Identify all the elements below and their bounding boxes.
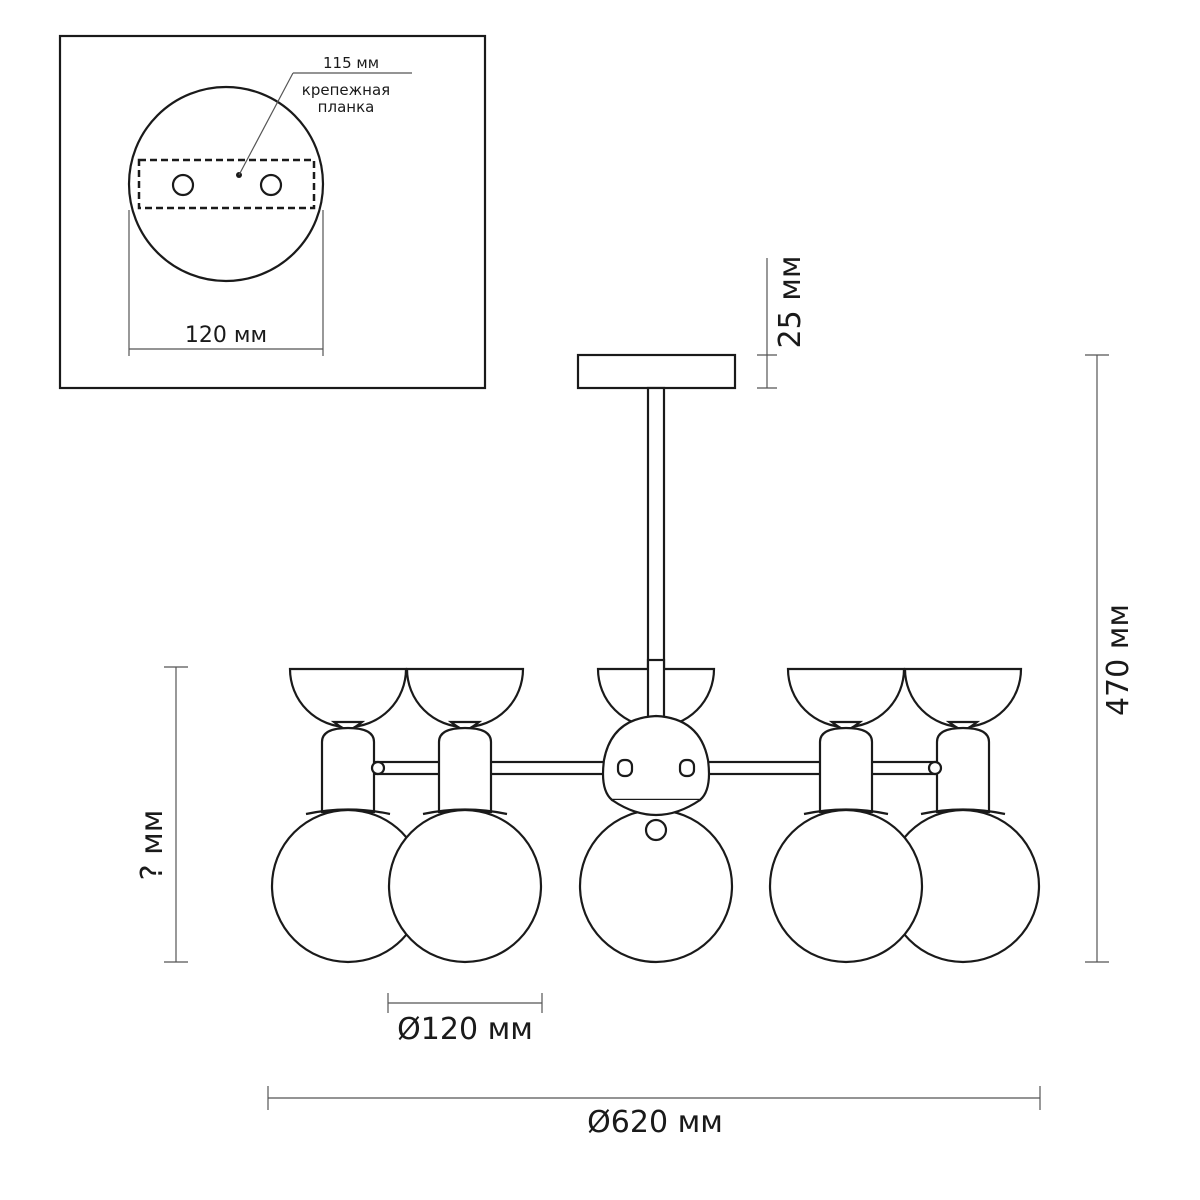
canopy-height-dimension: 25 мм <box>757 256 808 389</box>
plate-width-label: 115 мм <box>323 54 379 72</box>
shade-diameter-label: Ø120 мм <box>397 1012 533 1047</box>
shade-height-label: ? мм <box>135 810 170 881</box>
mounting-hole-right <box>259 173 283 197</box>
globe-shade-2 <box>387 808 543 964</box>
ceiling-canopy <box>576 353 737 390</box>
center-bulb-cap <box>644 818 668 842</box>
cup-shade-1 <box>288 667 408 729</box>
globe-shade-4 <box>768 808 924 964</box>
canopy-top-view-inset: 115 мм крепежная планка 120 мм <box>58 34 487 390</box>
holder-rim-1 <box>305 808 391 816</box>
lamp-holder-4 <box>818 726 874 814</box>
arm-right <box>681 760 943 776</box>
mounting-plate-outline <box>137 158 316 210</box>
canopy-diameter-label: 120 мм <box>185 323 267 348</box>
arm-joint-4 <box>927 760 943 776</box>
holder-rim-2 <box>422 808 508 816</box>
total-diameter-dimension: Ø620 мм <box>267 1086 1041 1140</box>
hub-socket-left <box>616 758 634 778</box>
plate-name-line2: планка <box>318 98 375 116</box>
lamp-holder-2 <box>437 726 493 814</box>
lamp-unit-2 <box>370 667 543 964</box>
shade-height-dimension: ? мм <box>135 666 188 963</box>
holder-rim-4 <box>803 808 889 816</box>
cup-shade-2 <box>405 667 525 729</box>
stem-overlay <box>646 658 666 722</box>
holder-rim-5 <box>920 808 1006 816</box>
arm-left <box>369 760 631 776</box>
lamp-unit-4 <box>768 667 943 964</box>
plate-leader-line <box>238 72 294 176</box>
total-height-label: 470 мм <box>1101 604 1136 716</box>
lamp-holder-1 <box>320 726 376 814</box>
plate-name-line1: крепежная <box>302 81 390 99</box>
lamp-unit-5 <box>885 667 1041 964</box>
total-diameter-label: Ø620 мм <box>587 1105 723 1140</box>
cup-shade-4 <box>786 667 906 729</box>
center-hub-lower <box>611 799 701 816</box>
canopy-circle <box>127 85 325 283</box>
total-height-dimension: 470 мм <box>1085 354 1136 963</box>
hub-socket-right <box>678 758 696 778</box>
inset-frame <box>58 34 487 390</box>
mounting-hole-left <box>171 173 195 197</box>
center-hub <box>601 714 711 802</box>
shade-diameter-dimension: Ø120 мм <box>387 993 543 1047</box>
lamp-unit-3 <box>578 658 734 964</box>
lamp-holder-5 <box>935 726 991 814</box>
cup-shade-5 <box>903 667 1023 729</box>
horizontal-arm <box>369 760 943 776</box>
arm-joint-2 <box>370 760 386 776</box>
lamp-unit-1 <box>270 667 426 964</box>
canopy-height-label: 25 мм <box>773 256 808 349</box>
